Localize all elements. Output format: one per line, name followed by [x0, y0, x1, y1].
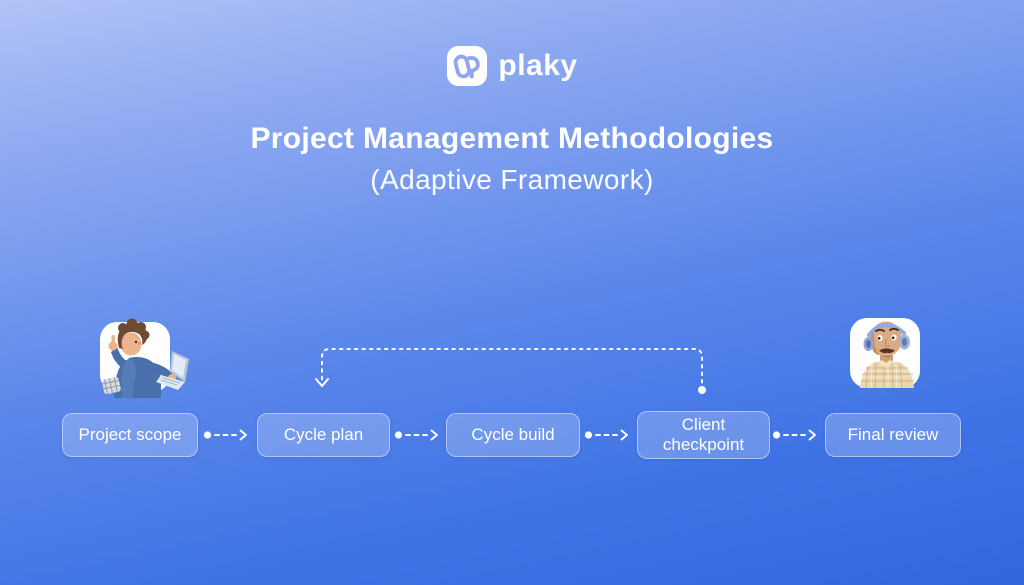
flow-step-cycle-plan: Cycle plan: [257, 413, 390, 457]
flow-arrow-icon: [772, 429, 816, 441]
flow-step-label: Final review: [847, 425, 939, 445]
flow-step-label: Project scope: [78, 425, 182, 445]
plaky-logo-icon: [447, 45, 488, 87]
page-subtitle: (Adaptive Framework): [370, 164, 654, 195]
flow-step-final-review: Final review: [825, 413, 961, 457]
flow-step-client-checkpoint: Client checkpoint: [637, 411, 770, 459]
flow-step-label: Cycle build: [471, 425, 555, 445]
person-with-headphones-illustration: [850, 318, 920, 389]
flow-step-label: Cycle plan: [283, 425, 364, 445]
plaky-logo: plaky: [0, 45, 1024, 87]
flow-arrow-icon: [203, 429, 247, 441]
flow-arrow-icon: [394, 429, 438, 441]
loop-arrow-icon: [315, 348, 706, 394]
plaky-wordmark: plaky: [498, 49, 578, 82]
flow-step-label: Client checkpoint: [662, 415, 745, 454]
flow-step-project-scope: Project scope: [62, 413, 198, 457]
page-title: Project Management Methodologies: [250, 122, 774, 155]
flow-arrow-icon: [584, 429, 628, 441]
flow-step-cycle-build: Cycle build: [446, 413, 580, 457]
person-with-laptop-illustration: [100, 318, 189, 398]
